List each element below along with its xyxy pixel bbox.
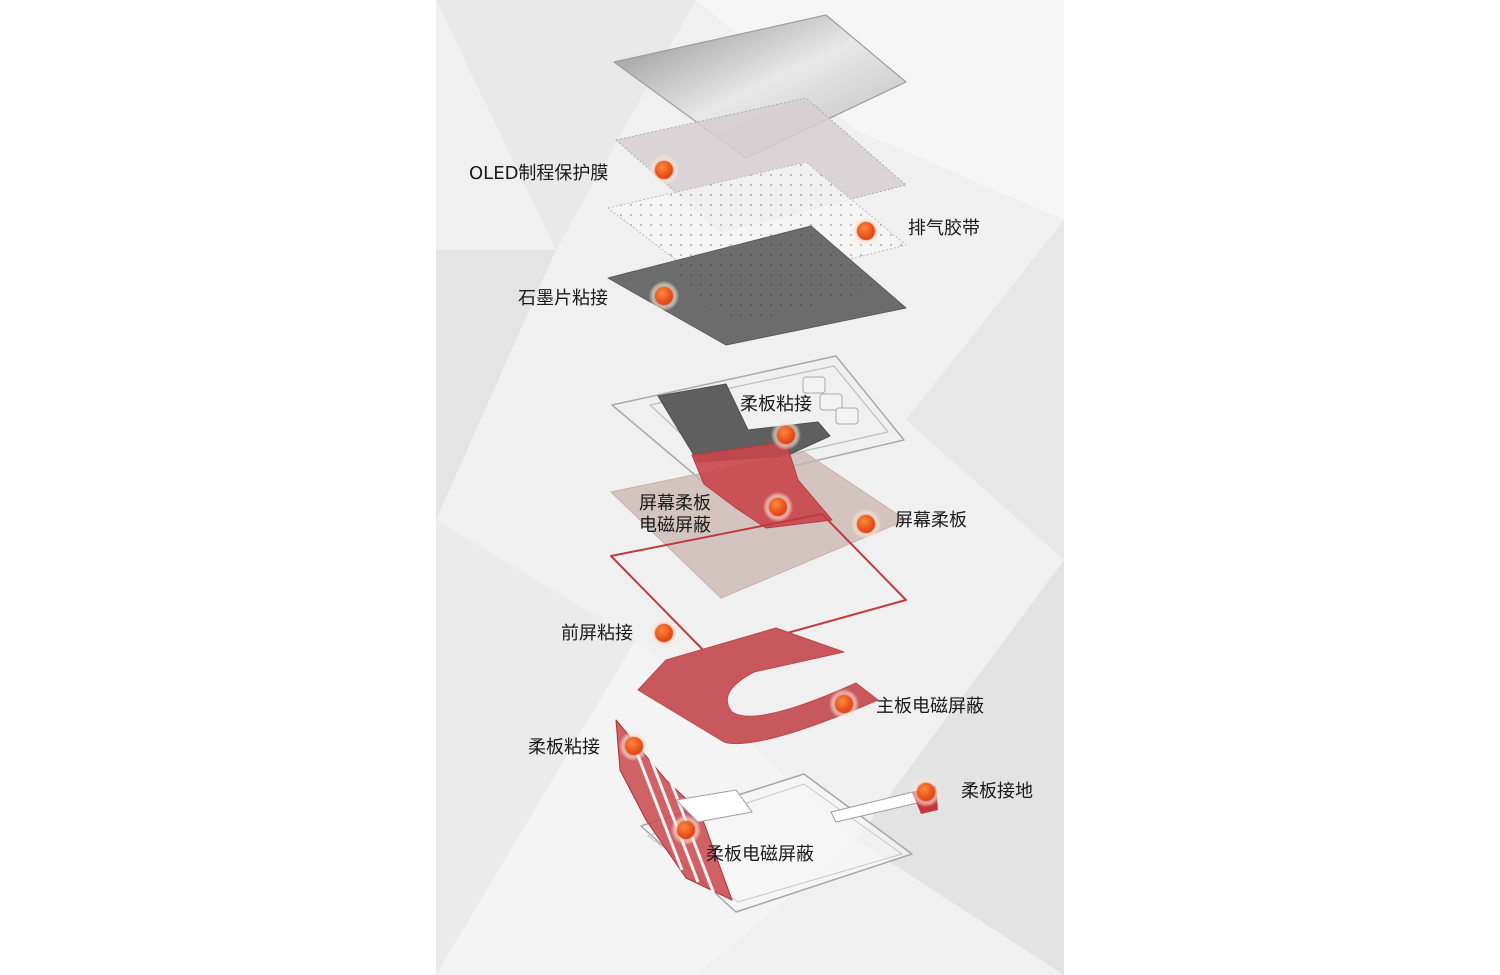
marker-graphite-adhesive	[649, 281, 679, 311]
label-graphite-adhesive: 石墨片粘接	[518, 288, 608, 309]
layer-screen-flex	[610, 441, 907, 599]
label-screen-flex: 屏幕柔板	[895, 510, 967, 531]
marker-screen-flex	[851, 509, 881, 539]
marker-oled-film	[649, 155, 679, 185]
marker-flex-adhesive-bottom	[619, 731, 649, 761]
label-vent-tape: 排气胶带	[908, 218, 980, 239]
marker-flex-shield	[671, 815, 701, 845]
marker-front-screen-adhesive	[649, 618, 679, 648]
layer-graphite-sheet	[607, 225, 907, 346]
marker-flex-ground	[911, 777, 941, 807]
label-flex-adhesive-bottom: 柔板粘接	[528, 737, 600, 758]
layer-mainboard-shield	[637, 627, 879, 745]
marker-screen-flex-shield	[763, 492, 793, 522]
marker-vent-tape	[851, 216, 881, 246]
marker-flex-adhesive-top	[771, 420, 801, 450]
exploded-view-illustration	[436, 0, 1064, 975]
diagram-panel	[436, 0, 1064, 975]
label-screen-flex-shield-line2: 电磁屏蔽	[639, 515, 711, 536]
layer-front-screen-adhesive	[610, 513, 907, 656]
marker-mainboard-shield	[829, 689, 859, 719]
label-front-screen-adhesive: 前屏粘接	[561, 623, 633, 644]
label-oled-film: OLED制程保护膜	[469, 163, 609, 184]
label-mainboard-shield: 主板电磁屏蔽	[876, 696, 984, 717]
label-flex-adhesive-top: 柔板粘接	[740, 394, 812, 415]
label-flex-shield: 柔板电磁屏蔽	[706, 844, 814, 865]
label-flex-ground: 柔板接地	[961, 781, 1033, 802]
label-screen-flex-shield-line1: 屏幕柔板	[639, 493, 711, 514]
